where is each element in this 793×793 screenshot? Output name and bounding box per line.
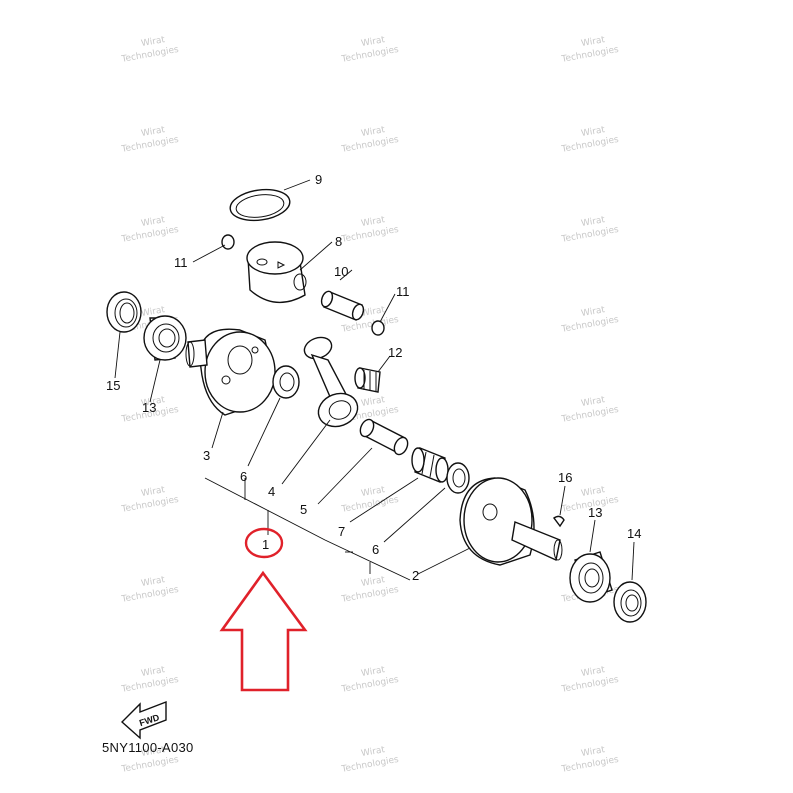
- watermark-text: WiratTechnologies: [118, 213, 180, 245]
- watermark-text: WiratTechnologies: [558, 33, 620, 65]
- watermark-text: WiratTechnologies: [558, 303, 620, 335]
- part-washer-lower: [446, 462, 470, 494]
- leader-lines: [114, 179, 635, 581]
- part-circlip-upper: [221, 234, 235, 250]
- part-crank-pin: [359, 418, 409, 456]
- fwd-arrow-icon: FWD: [120, 700, 167, 740]
- part-piston: [246, 241, 307, 303]
- watermark-text: WiratTechnologies: [558, 123, 620, 155]
- part-crank-right: [459, 477, 563, 566]
- callout-11-upper: 11: [174, 255, 188, 270]
- watermark-text: WiratTechnologies: [338, 33, 400, 65]
- callout-13-right: 13: [588, 505, 602, 520]
- watermark-text: WiratTechnologies: [118, 123, 180, 155]
- part-piston-ring: [229, 188, 291, 222]
- watermark-text: WiratTechnologies: [338, 123, 400, 155]
- watermark-text: WiratTechnologies: [338, 743, 400, 775]
- part-oil-seal-left: [106, 291, 142, 333]
- callout-5: 5: [300, 502, 307, 517]
- watermark-text: WiratTechnologies: [558, 663, 620, 695]
- callout-2: 2: [412, 568, 419, 583]
- part-woodruff-key: [552, 515, 565, 528]
- part-oil-seal-right: [613, 581, 647, 623]
- part-washer-upper: [272, 365, 300, 399]
- callout-13-left: 13: [142, 400, 156, 415]
- callout-10: 10: [334, 264, 348, 279]
- callout-labels: 9 8 10 11 11 12 15 13 3 6 4 5 1 7 6 2 16…: [106, 172, 641, 583]
- part-bearing-right: [569, 551, 613, 603]
- highlight-arrow-icon: [219, 570, 308, 692]
- callout-15: 15: [106, 378, 120, 393]
- callout-9: 9: [315, 172, 322, 187]
- watermark-text: WiratTechnologies: [338, 213, 400, 245]
- watermark-text: WiratTechnologies: [118, 573, 180, 605]
- watermark-text: WiratTechnologies: [118, 483, 180, 515]
- callout-1: 1: [262, 537, 269, 552]
- watermark-layer: WiratTechnologiesWiratTechnologiesWiratT…: [118, 33, 620, 775]
- watermark-text: WiratTechnologies: [558, 393, 620, 425]
- callout-6-lower: 6: [372, 542, 379, 557]
- watermark-text: WiratTechnologies: [558, 213, 620, 245]
- highlight-circle: [244, 527, 284, 559]
- callout-14: 14: [627, 526, 641, 541]
- watermark-text: WiratTechnologies: [558, 743, 620, 775]
- callout-12: 12: [388, 345, 402, 360]
- callout-4: 4: [268, 484, 275, 499]
- watermark-text: WiratTechnologies: [118, 663, 180, 695]
- part-piston-pin: [320, 290, 365, 321]
- part-bearing-left: [143, 315, 187, 361]
- callout-6-upper: 6: [240, 469, 247, 484]
- part-big-end-bearing: [411, 447, 449, 483]
- callout-3: 3: [203, 448, 210, 463]
- watermark-text: WiratTechnologies: [118, 33, 180, 65]
- callout-16: 16: [558, 470, 572, 485]
- watermark-text: WiratTechnologies: [338, 573, 400, 605]
- callout-11-lower: 11: [396, 284, 410, 299]
- part-small-end-bearing: [354, 367, 381, 393]
- part-crank-left: [185, 328, 276, 416]
- part-connecting-rod: [303, 336, 359, 428]
- callout-8: 8: [335, 234, 342, 249]
- part-circlip-lower: [371, 320, 385, 336]
- callout-7: 7: [338, 524, 345, 539]
- diagram-code: 5NY1100-A030: [102, 740, 194, 755]
- watermark-text: WiratTechnologies: [338, 663, 400, 695]
